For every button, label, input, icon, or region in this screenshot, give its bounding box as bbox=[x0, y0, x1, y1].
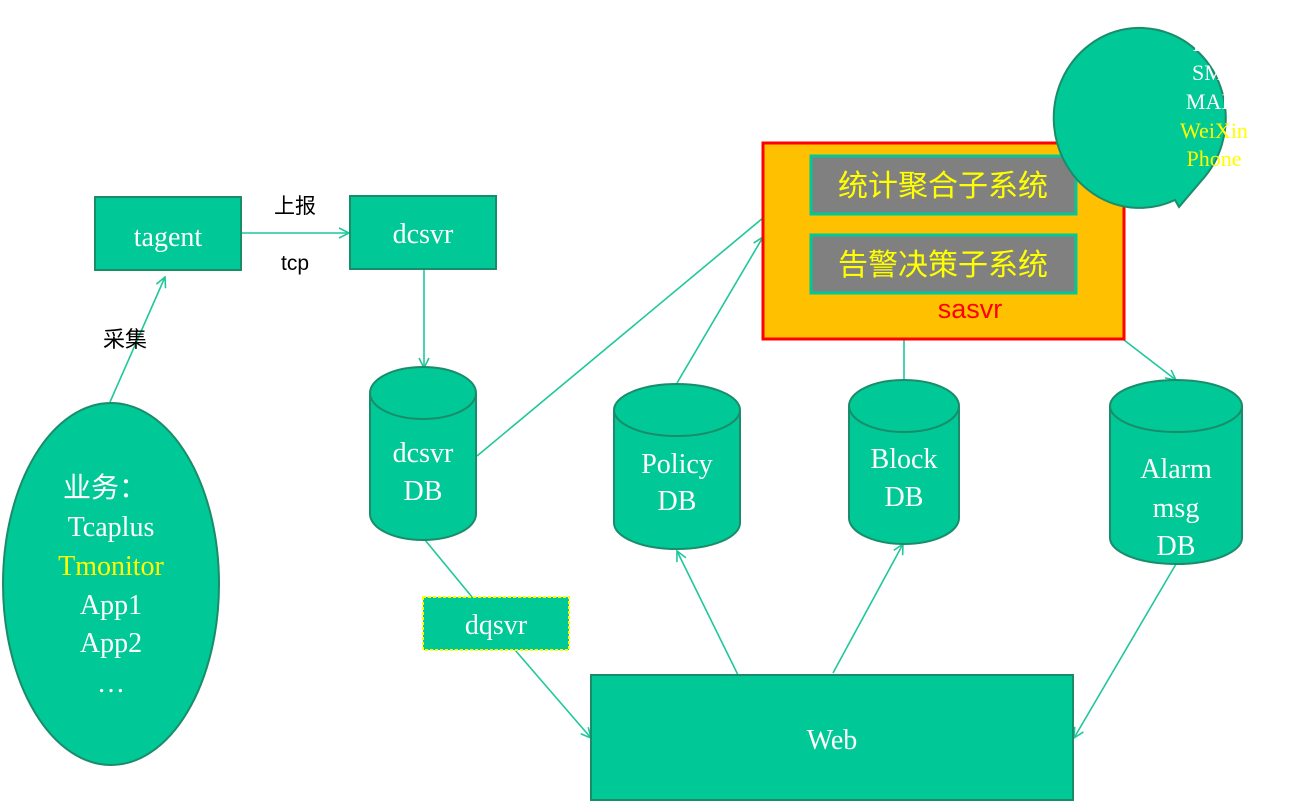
block-db-cylinder-rim bbox=[848, 405, 960, 433]
channel-mail: MAIL bbox=[1186, 89, 1242, 114]
edge-web-to-block-db bbox=[832, 544, 903, 674]
dqsvr-label: dqsvr bbox=[465, 610, 528, 641]
alarm-db-label-line3: DB bbox=[1157, 531, 1196, 562]
dcsvr-node: dcsvr bbox=[349, 195, 497, 270]
channels-bubble-shape bbox=[1052, 26, 1227, 209]
dcsvr-label: dcsvr bbox=[393, 219, 454, 250]
alarm-db-cylinder bbox=[1109, 379, 1243, 565]
stat-aggregation-subsystem-label: 统计聚合子系统 bbox=[838, 170, 1048, 203]
business-item-app1: App1 bbox=[80, 590, 142, 621]
alarm-db-cylinder-rim bbox=[1109, 405, 1243, 433]
block-db-label-line1: Block bbox=[871, 444, 938, 475]
tagent-box bbox=[94, 196, 242, 271]
stat-aggregation-subsystem-box bbox=[809, 154, 1078, 216]
alarm-decision-subsystem-label: 告警决策子系统 bbox=[838, 249, 1048, 282]
edge-policy-db-to-sasvr bbox=[676, 237, 763, 384]
business-ellipse bbox=[2, 402, 220, 766]
dcsvr-db-node: dcsvr DB bbox=[369, 366, 477, 541]
business-item-tmonitor: Tmonitor bbox=[58, 551, 164, 582]
web-label: Web bbox=[807, 725, 858, 756]
business-item-ellipsis: … bbox=[97, 668, 125, 699]
alarm-db-node: Alarm msg DB bbox=[1109, 379, 1243, 565]
business-title: 业务： bbox=[63, 472, 147, 504]
web-node: Web bbox=[590, 674, 1074, 801]
channel-rtx: RTX bbox=[1193, 31, 1236, 56]
edge-web-to-policy-db bbox=[677, 551, 739, 676]
business-item-tcaplus: Tcaplus bbox=[68, 512, 155, 543]
business-item-app2: App2 bbox=[80, 628, 142, 659]
alarm-db-label-line2: msg bbox=[1153, 493, 1200, 524]
sasvr-label: sasvr bbox=[938, 294, 1003, 324]
alarm-db-label-line1: Alarm bbox=[1140, 454, 1212, 485]
policy-db-cylinder-rim bbox=[613, 409, 741, 437]
channel-weixin: WeiXin bbox=[1180, 118, 1248, 143]
alarm-decision-subsystem-box bbox=[809, 233, 1078, 295]
edge-business-to-tagent bbox=[109, 277, 165, 403]
edge-label-collect: 采集 bbox=[103, 327, 147, 352]
channel-sms: SMS bbox=[1192, 60, 1236, 85]
dcsvr-db-label-line2: DB bbox=[404, 476, 443, 507]
block-db-cylinder bbox=[848, 379, 960, 545]
dcsvr-db-label-line1: dcsvr bbox=[393, 438, 454, 469]
policy-db-label-line2: DB bbox=[658, 486, 697, 517]
notify-channels-bubble: RTX SMS MAIL WeiXin Phone bbox=[1052, 26, 1248, 209]
tagent-node: tagent bbox=[94, 196, 242, 271]
sasvr-node: 统计聚合子系统 告警决策子系统 sasvr bbox=[761, 141, 1126, 341]
dcsvr-box bbox=[349, 195, 497, 270]
business-node: 业务： Tcaplus Tmonitor App1 App2 … bbox=[2, 402, 220, 766]
block-db-node: Block DB bbox=[848, 379, 960, 545]
edges bbox=[109, 178, 1177, 738]
edge-dqsvr-to-web bbox=[514, 649, 591, 738]
policy-db-cylinder bbox=[613, 383, 741, 550]
policy-db-node: Policy DB bbox=[613, 383, 741, 550]
dcsvr-db-cylinder-rim bbox=[369, 392, 477, 420]
edge-alarm-db-to-web bbox=[1074, 563, 1177, 738]
policy-db-label-line1: Policy bbox=[641, 449, 713, 480]
edge-label-report: 上报 bbox=[274, 195, 316, 218]
tagent-label: tagent bbox=[134, 222, 203, 253]
edge-sasvr-to-alarm-db bbox=[1123, 339, 1176, 380]
dcsvr-db-cylinder bbox=[369, 366, 477, 541]
channel-phone: Phone bbox=[1187, 146, 1242, 171]
dqsvr-box bbox=[422, 596, 570, 651]
edge-dcsvr-db-to-stat-subsystem bbox=[476, 178, 811, 457]
web-box bbox=[590, 674, 1074, 801]
block-db-label-line2: DB bbox=[885, 482, 924, 513]
edge-dcsvr-db-to-dqsvr bbox=[424, 539, 473, 598]
edge-label-tcp: tcp bbox=[281, 252, 309, 275]
dqsvr-node: dqsvr bbox=[422, 596, 570, 651]
